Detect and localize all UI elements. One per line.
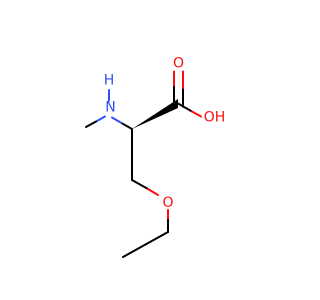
bond-carboxyl-c-hydroxyl xyxy=(177,102,193,113)
bond-ch2-ether-o xyxy=(131,179,149,190)
bond-alpha-c-n-blue xyxy=(111,116,123,124)
bond-alpha-c-n xyxy=(120,122,133,130)
hydroxyl-label: OH xyxy=(204,110,226,126)
structure-drawing: O OH H N O xyxy=(85,56,226,258)
bond-carboxyl-c-hydroxyl-red xyxy=(191,110,202,118)
bond-ch2-ether-o-red xyxy=(147,188,159,196)
bond-n-methyl-blue xyxy=(95,115,106,123)
bond-ethyl-methyl xyxy=(122,231,169,258)
molecule-diagram: O OH H N O xyxy=(85,55,226,258)
carbonyl-oxygen-label: O xyxy=(173,56,184,72)
amine-n-label: N xyxy=(105,100,115,116)
wedge-bond-alpha-carboxyl xyxy=(132,99,178,129)
amine-h-label: H xyxy=(104,73,115,89)
bond-n-methyl xyxy=(85,120,97,128)
ether-oxygen-label: O xyxy=(162,195,173,211)
